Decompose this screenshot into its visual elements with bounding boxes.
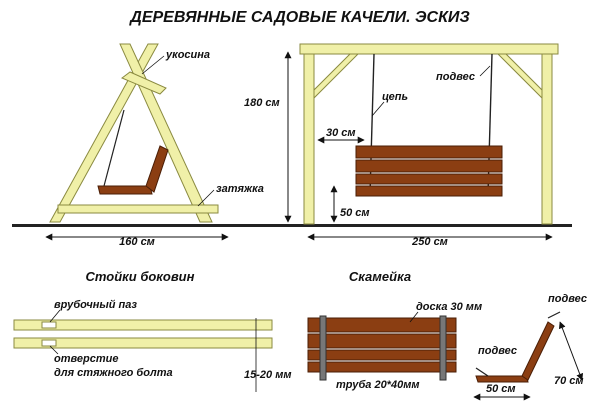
- front-chain-left: [369, 53, 375, 195]
- front-height-label: 180 см: [244, 97, 280, 109]
- bench-board-3: [307, 349, 457, 361]
- bench-pipe-right: [439, 315, 447, 381]
- front-view: [299, 43, 559, 225]
- front-board-4: [355, 185, 503, 197]
- bench-side-seat: [475, 375, 529, 383]
- bench-depth-label: 50 см: [486, 383, 516, 395]
- side-view: [49, 43, 219, 223]
- bench-front: [307, 317, 457, 373]
- bench-side-back: [521, 321, 555, 381]
- front-board-2: [355, 159, 503, 173]
- brace-top: [121, 71, 167, 95]
- a-frame-leg-right: [119, 43, 213, 223]
- notch-top: [41, 321, 57, 329]
- post-bar-top: [13, 319, 273, 331]
- hole-label-1: отверстие: [54, 353, 118, 365]
- pipe-label: труба 20*40мм: [336, 379, 419, 391]
- bench-back-label: 70 см: [554, 375, 584, 387]
- front-post-left: [303, 43, 315, 225]
- notch-label: врубочный паз: [54, 299, 137, 311]
- front-width-label: 250 см: [411, 236, 448, 248]
- hole-leader: [49, 345, 59, 355]
- front-board-3: [355, 173, 503, 185]
- gap-label: 15-20 мм: [244, 369, 291, 381]
- bench-side-hanger-left: [475, 367, 489, 377]
- board-label: доска 30 мм: [416, 301, 482, 313]
- posts-heading: Стойки боковин: [86, 269, 195, 284]
- chain-leader: [371, 101, 385, 117]
- post-bar-bottom: [13, 337, 273, 349]
- front-brace-left: [313, 53, 360, 100]
- notch-leader: [49, 309, 61, 323]
- front-top-beam: [299, 43, 559, 55]
- bench-board-4: [307, 361, 457, 373]
- notch-bottom: [41, 339, 57, 347]
- bench-back-dim: [558, 321, 584, 381]
- tie-bar: [57, 204, 219, 214]
- tie-label: затяжка: [216, 183, 264, 195]
- bench-heading: Скамейка: [349, 269, 411, 284]
- seat-height-label: 50 см: [340, 207, 370, 219]
- front-chain-right: [487, 53, 493, 195]
- bench-hanger-right-label: подвес: [548, 293, 587, 305]
- front-hanger-label: подвес: [436, 71, 475, 83]
- board-leader: [409, 311, 419, 323]
- bench-side-hanger-right: [547, 311, 561, 319]
- front-seat: [355, 145, 503, 197]
- bench-board-2: [307, 333, 457, 349]
- brace-leader: [141, 55, 165, 75]
- side-seat: [97, 109, 169, 195]
- page-title: ДЕРЕВЯННЫЕ САДОВЫЕ КАЧЕЛИ. ЭСКИЗ: [128, 9, 469, 26]
- front-hanger-leader: [479, 65, 491, 77]
- side-back-board: [145, 145, 169, 193]
- bench-board-1: [307, 317, 457, 333]
- posts-detail: [13, 319, 273, 349]
- ground-line: [12, 224, 572, 227]
- front-board-1: [355, 145, 503, 159]
- side-width-label: 160 см: [119, 236, 155, 248]
- front-post-right: [541, 43, 553, 225]
- side-seat-board: [97, 185, 153, 195]
- side-chain: [103, 109, 125, 187]
- brace-label: укосина: [165, 49, 210, 61]
- bench-side: [475, 311, 561, 383]
- bench-hanger-left-label: подвес: [478, 345, 517, 357]
- bench-pipe-left: [319, 315, 327, 381]
- hole-label-2: для стяжного болта: [54, 367, 173, 379]
- chain-label: цепь: [382, 91, 408, 103]
- tie-leader: [197, 189, 215, 207]
- front-brace-right: [496, 53, 543, 100]
- offset-label: 30 см: [326, 127, 356, 139]
- a-frame-leg-left: [49, 43, 159, 223]
